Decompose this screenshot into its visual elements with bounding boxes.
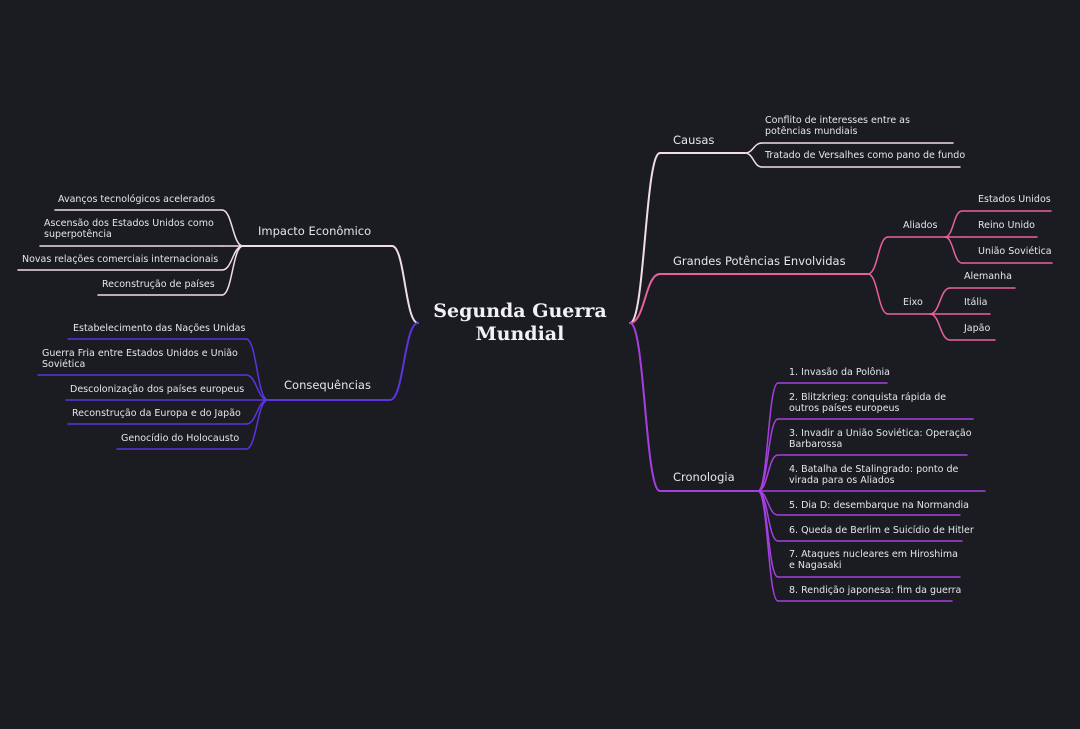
leaf-cronologia-1[interactable]: 1. Invasão da Polônia [789, 367, 890, 378]
connector-root-causas [629, 152, 661, 324]
connector-root-cronologia [629, 322, 661, 492]
connector-root-impacto [391, 245, 419, 324]
leaf-impacto-4[interactable]: Reconstrução de países [102, 279, 215, 290]
connector-cronologia-1 [757, 382, 779, 492]
subbranch-aliados[interactable]: Aliados [903, 220, 938, 231]
leaf-cronologia-7[interactable]: 7. Ataques nucleares em Hiroshima e Naga… [789, 549, 959, 571]
leaf-impacto-3[interactable]: Novas relações comerciais internacionais [22, 254, 219, 265]
connector-aliados-1 [944, 210, 963, 238]
connector-consequencias-1 [245, 338, 269, 401]
branch-impacto[interactable]: Impacto Econômico [258, 224, 372, 238]
connector-cronologia-3 [757, 454, 779, 492]
connector-potencias-eixo [867, 273, 889, 315]
leaf-consequencias-4[interactable]: Reconstrução da Europa e do Japão [72, 408, 241, 419]
branch-potencias[interactable]: Grandes Potências Envolvidas [673, 254, 846, 268]
branch-cronologia[interactable]: Cronologia [673, 470, 735, 484]
connector-causas-1 [744, 142, 763, 154]
leaf-consequencias-3[interactable]: Descolonização dos países europeus [70, 384, 245, 395]
connector-impacto-3 [221, 245, 244, 271]
connector-consequencias-4 [245, 399, 269, 425]
leaf-cronologia-2[interactable]: 2. Blitzkrieg: conquista rápida de outro… [789, 392, 947, 414]
leaf-consequencias-2[interactable]: Guerra Fria entre Estados Unidos e União… [42, 348, 238, 370]
connector-cronologia-8 [757, 490, 779, 602]
connector-eixo-3 [929, 313, 951, 341]
connector-causas-2 [744, 152, 763, 168]
leaf-consequencias-1[interactable]: Estabelecimento das Nações Unidas [73, 323, 246, 334]
connector-consequencias-2 [245, 374, 269, 401]
branch-consequencias[interactable]: Consequências [284, 378, 371, 392]
leaf-eixo-3[interactable]: Japão [964, 323, 991, 334]
leaf-consequencias-5[interactable]: Genocídio do Holocausto [121, 433, 240, 444]
leaf-aliados-2[interactable]: Reino Unido [978, 220, 1035, 231]
leaf-eixo-1[interactable]: Alemanha [964, 271, 1012, 282]
leaf-cronologia-5[interactable]: 5. Dia D: desembarque na Normandia [789, 500, 969, 511]
leaf-causas-2[interactable]: Tratado de Versalhes como pano de fundo [765, 150, 966, 161]
connector-eixo-1 [929, 287, 951, 315]
leaf-aliados-1[interactable]: Estados Unidos [978, 194, 1051, 205]
branch-causas[interactable]: Causas [673, 133, 715, 147]
connector-impacto-1 [221, 209, 244, 247]
subbranch-eixo[interactable]: Eixo [903, 297, 923, 308]
leaf-eixo-2[interactable]: Itália [964, 297, 988, 308]
leaf-impacto-2[interactable]: Ascensão dos Estados Unidos como superpo… [44, 218, 214, 240]
connector-root-consequencias [389, 322, 419, 401]
connector-root-potencias [629, 273, 661, 324]
connector-aliados-3 [944, 236, 963, 264]
root-node[interactable]: Segunda Guerra Mundial [433, 300, 607, 345]
connector-impacto-4 [221, 245, 244, 296]
connector-potencias-aliados [867, 236, 889, 275]
leaf-cronologia-8[interactable]: 8. Rendição japonesa: fim da guerra [789, 585, 962, 596]
leaf-cronologia-6[interactable]: 6. Queda de Berlim e Suicídio de Hitler [789, 525, 974, 536]
leaf-causas-1[interactable]: Conflito de interesses entre as potência… [765, 115, 910, 137]
leaf-cronologia-4[interactable]: 4. Batalha de Stalingrado: ponto de vira… [789, 464, 959, 486]
leaf-impacto-1[interactable]: Avanços tecnológicos acelerados [58, 194, 216, 205]
leaf-aliados-3[interactable]: União Soviética [978, 246, 1052, 257]
connector-consequencias-5 [245, 399, 269, 450]
leaf-cronologia-3[interactable]: 3. Invadir a União Soviética: Operação B… [789, 428, 972, 450]
